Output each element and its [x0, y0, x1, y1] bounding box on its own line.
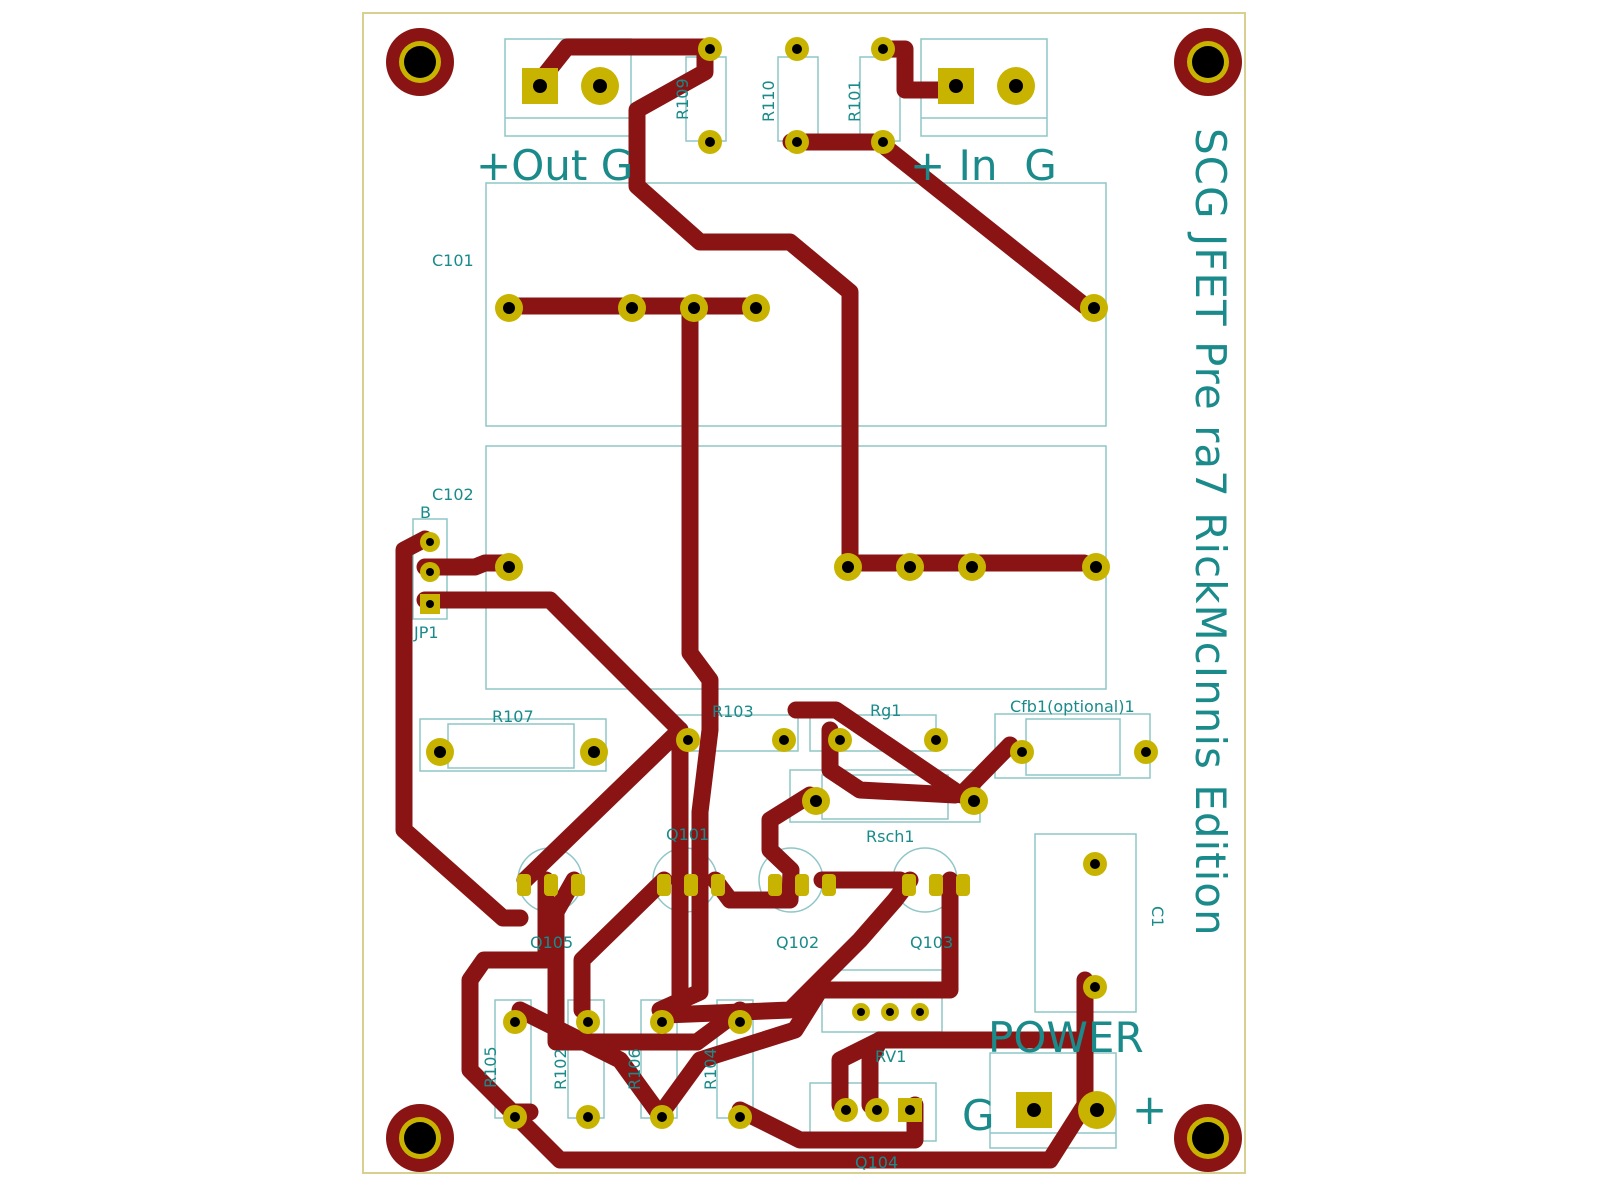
- cfb1-label: Cfb1(optional)1: [1010, 697, 1135, 716]
- out-connector-label: +Out G: [476, 141, 633, 190]
- jp1-b-label: B: [420, 503, 431, 522]
- q103-label: Q103: [910, 933, 953, 952]
- r103-label: R103: [712, 702, 754, 721]
- power-label: POWER: [988, 1013, 1144, 1062]
- in-connector-label: + In G: [910, 141, 1057, 190]
- r104-label: R104: [701, 1048, 720, 1090]
- power-plus-label: +: [1132, 1085, 1167, 1134]
- pads: [420, 37, 1158, 1129]
- r105-label: R105: [481, 1046, 500, 1088]
- rsch1-label: Rsch1: [866, 827, 915, 846]
- power-ground-label: G: [962, 1091, 995, 1140]
- r110-label: R110: [759, 80, 778, 122]
- rv1-label: RV1: [875, 1047, 906, 1066]
- r109-label: R109: [673, 78, 692, 120]
- q101-label: Q101: [666, 825, 709, 844]
- q102-label: Q102: [776, 933, 819, 952]
- board-outline: [362, 12, 1246, 1174]
- r106-label: R106: [625, 1048, 644, 1090]
- r102-label: R102: [551, 1048, 570, 1090]
- c102-label: C102: [432, 485, 474, 504]
- board-title: SCG JFET Pre ra7 RickMcInnis Edition: [1186, 128, 1235, 937]
- mounting-holes: [386, 28, 1242, 1172]
- q105-label: Q105: [530, 933, 573, 952]
- copper-traces: [395, 38, 1094, 1169]
- c1-label: C1: [1148, 906, 1167, 927]
- jp1-label: JP1: [413, 623, 439, 642]
- q104-label: Q104: [855, 1153, 898, 1172]
- c101-label: C101: [432, 251, 474, 270]
- silkscreen-labels: +Out G + In G POWER G + C101 C102 B JP1 …: [413, 78, 1235, 1172]
- r101-label: R101: [845, 80, 864, 122]
- r107-label: R107: [492, 707, 534, 726]
- rg1-label: Rg1: [870, 701, 901, 720]
